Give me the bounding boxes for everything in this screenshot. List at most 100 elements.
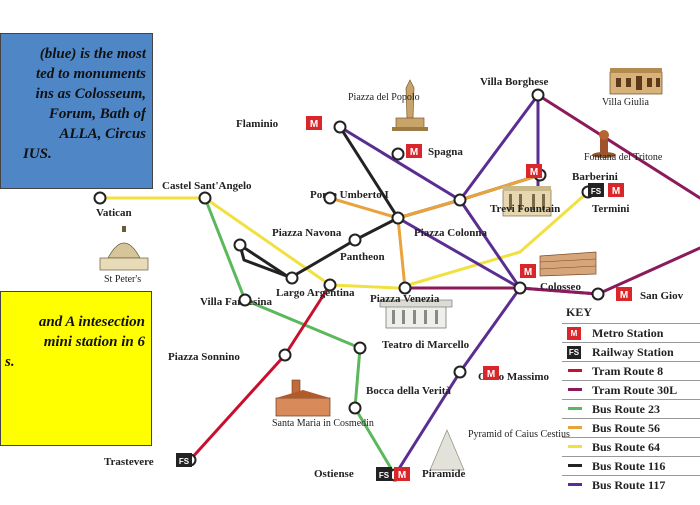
station-stop — [278, 348, 292, 362]
label-piazza-del-popolo: Piazza del Popolo — [348, 92, 420, 103]
legend-label: Bus Route 64 — [592, 440, 661, 454]
svg-text:M: M — [410, 147, 418, 158]
vittoriano-illustration — [379, 299, 453, 329]
label-pyramid: Pyramid of Caius Cestius — [468, 429, 570, 440]
route-bus-56 — [328, 173, 542, 220]
label-pantheon: Pantheon — [340, 251, 385, 263]
svg-text:M: M — [530, 167, 538, 178]
label-villa-borghese: Villa Borghese — [480, 76, 548, 88]
label-st-peters: St Peter's — [104, 274, 141, 285]
route-bus-56 — [396, 216, 407, 290]
metro-icon: M — [394, 467, 410, 481]
station-stop — [323, 191, 337, 205]
metro-icon: M — [526, 164, 542, 178]
label-piazza-colonna: Piazza Colonna — [414, 227, 488, 239]
label-barberini: Barberini — [572, 171, 618, 183]
trevi-fountain-illustration — [502, 186, 552, 217]
metro-icon: M — [608, 183, 624, 197]
legend-label: Bus Route 56 — [592, 421, 661, 435]
route-swatch — [568, 388, 582, 391]
station-stop — [513, 281, 527, 295]
note-line: and A intesection — [38, 314, 145, 330]
pyramid-illustration — [429, 429, 465, 471]
route-bus-117 — [458, 93, 540, 202]
colosseum-illustration — [539, 251, 597, 277]
label-villa-giulia: Villa Giulia — [602, 97, 649, 108]
note-line: IUS. — [23, 146, 52, 162]
station-stop — [233, 238, 247, 252]
tritone-fountain-illustration — [592, 130, 616, 158]
label-largo-argentina: Largo Argentina — [276, 287, 355, 299]
legend-row-bus-64: Bus Route 64 — [562, 437, 700, 457]
label-flaminio: Flaminio — [236, 118, 279, 130]
label-spagna: Spagna — [428, 146, 463, 158]
info-panel-yellow: and A intesection mini station in 6 s. — [0, 291, 152, 446]
station-stop — [93, 191, 107, 205]
map-legend: KEY M Metro Station FS Railway Station T… — [562, 305, 700, 505]
legend-label: Bus Route 23 — [592, 402, 661, 416]
station-stop — [391, 211, 405, 225]
santa-maria-illustration — [275, 379, 331, 417]
station-stop — [453, 365, 467, 379]
legend-row-tram-8: Tram Route 8 — [562, 361, 700, 381]
label-san-giovanni: San Giov — [640, 290, 684, 302]
metro-icon: M — [483, 366, 499, 380]
route-swatch — [568, 407, 582, 410]
label-bocca-verita: Bocca della Verità — [366, 385, 451, 397]
note-line: ALLA, Circus — [59, 126, 146, 142]
label-ponte-umberto: Ponte Umberto I — [310, 189, 389, 201]
route-tram-8 — [188, 283, 332, 462]
route-tram-30l — [536, 93, 700, 200]
svg-text:M: M — [612, 186, 620, 197]
label-termini: Termini — [592, 203, 630, 215]
metro-icon: M — [520, 264, 536, 278]
route-swatch — [568, 483, 582, 486]
legend-title: KEY — [566, 305, 593, 319]
station-stop — [333, 120, 347, 134]
legend-label: Tram Route 8 — [592, 364, 664, 378]
legend-label: Tram Route 30L — [592, 383, 678, 397]
label-piramide: Piramide — [422, 468, 465, 480]
railway-icon: FS — [567, 346, 581, 359]
note-line: (blue) is the most — [39, 46, 146, 62]
label-teatro-marcello: Teatro di Marcello — [382, 339, 470, 351]
legend-row-metro: M Metro Station — [562, 323, 700, 343]
station-stop — [398, 281, 412, 295]
label-vatican: Vatican — [96, 207, 132, 219]
station-stop — [285, 271, 299, 285]
station-labels: Villa Borghese Piazza del Popolo Villa G… — [96, 76, 684, 480]
note-line: s. — [5, 354, 15, 370]
station-stop — [353, 341, 367, 355]
label-ostiense: Ostiense — [314, 468, 354, 480]
route-swatch — [568, 369, 582, 372]
station-stop — [348, 401, 362, 415]
legend-row-railway: FS Railway Station — [562, 342, 700, 362]
svg-text:M: M — [398, 470, 406, 481]
info-panel-blue: (blue) is the most ted to monuments ins … — [0, 33, 153, 189]
station-stop — [348, 233, 362, 247]
svg-text:M: M — [310, 119, 318, 130]
label-trastevere: Trastevere — [104, 456, 154, 468]
route-bus-116 — [238, 216, 400, 280]
station-stop — [391, 147, 405, 161]
legend-label: Metro Station — [592, 326, 664, 340]
legend-row-bus-116: Bus Route 116 — [562, 456, 700, 476]
label-trevi-fountain: Trevi Fountain — [490, 203, 560, 215]
station-stop — [453, 193, 467, 207]
station-stop — [198, 191, 212, 205]
metro-icon: M — [567, 327, 581, 340]
svg-text:M: M — [620, 290, 628, 301]
legend-row-bus-117: Bus Route 117 — [562, 475, 700, 495]
svg-text:M: M — [487, 369, 495, 380]
svg-text:FS: FS — [591, 187, 602, 196]
route-bus-23 — [203, 196, 397, 477]
label-piazza-navona: Piazza Navona — [272, 227, 342, 239]
svg-text:FS: FS — [379, 471, 390, 480]
route-swatch — [568, 464, 582, 467]
svg-text:M: M — [524, 267, 532, 278]
railway-icon: FS — [376, 467, 392, 481]
label-santa-maria: Santa Maria in Cosmedin — [272, 418, 374, 429]
legend-label: Bus Route 117 — [592, 478, 666, 492]
label-piazza-sonnino: Piazza Sonnino — [168, 351, 240, 363]
railway-icon: FS — [588, 183, 604, 197]
